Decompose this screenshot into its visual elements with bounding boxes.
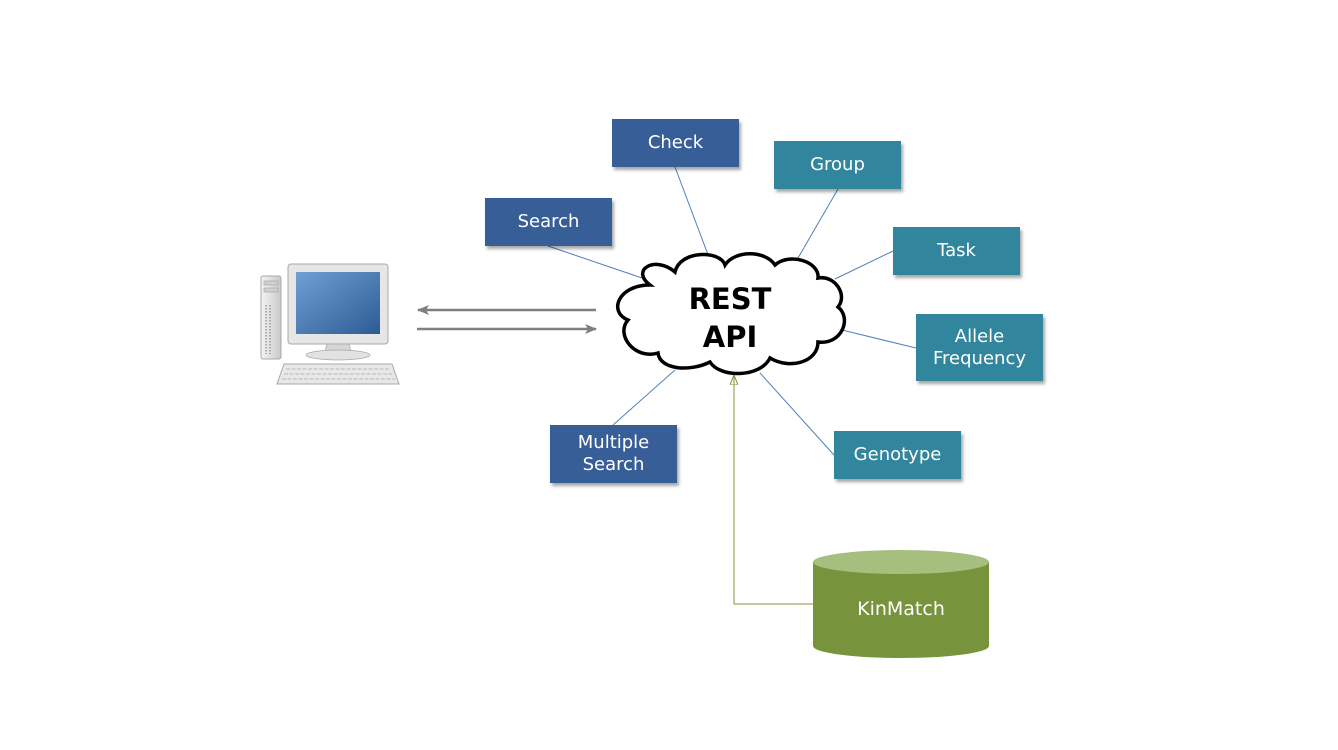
endpoint-task-label: Task (937, 240, 976, 261)
kinmatch-database-icon (813, 550, 989, 658)
connectors (547, 166, 917, 456)
endpoint-group: Group (774, 141, 901, 189)
endpoint-multiple-search: Multiple Search (550, 425, 677, 483)
endpoint-group-label: Group (810, 154, 865, 175)
endpoint-genotype: Genotype (834, 431, 961, 479)
connector-check (674, 166, 711, 261)
connector-task (834, 250, 894, 280)
endpoint-check-label: Check (647, 132, 704, 153)
connector-genotype (759, 372, 835, 456)
endpoint-allele-frequency-label: Allele Frequency (933, 325, 1026, 369)
connector-group (797, 188, 839, 259)
database-connector (734, 376, 813, 605)
endpoint-multiple-search-label: Multiple Search (577, 432, 650, 475)
rest-api-cloud (616, 252, 847, 376)
computer-icon (260, 263, 400, 385)
endpoint-genotype-label: Genotype (853, 444, 942, 465)
endpoint-allele-frequency: Allele Frequency (916, 314, 1043, 381)
endpoint-task: Task (893, 227, 1020, 275)
connector-search (547, 245, 643, 279)
connector-allele-frequency (841, 329, 917, 349)
endpoint-check: Check (612, 119, 739, 167)
connector-multiple-search (612, 369, 676, 426)
endpoint-search-label: Search (517, 211, 580, 232)
kinmatch-database-label: KinMatch (857, 598, 945, 620)
endpoint-search: Search (485, 198, 612, 246)
rest-api-label: REST API (688, 282, 772, 354)
